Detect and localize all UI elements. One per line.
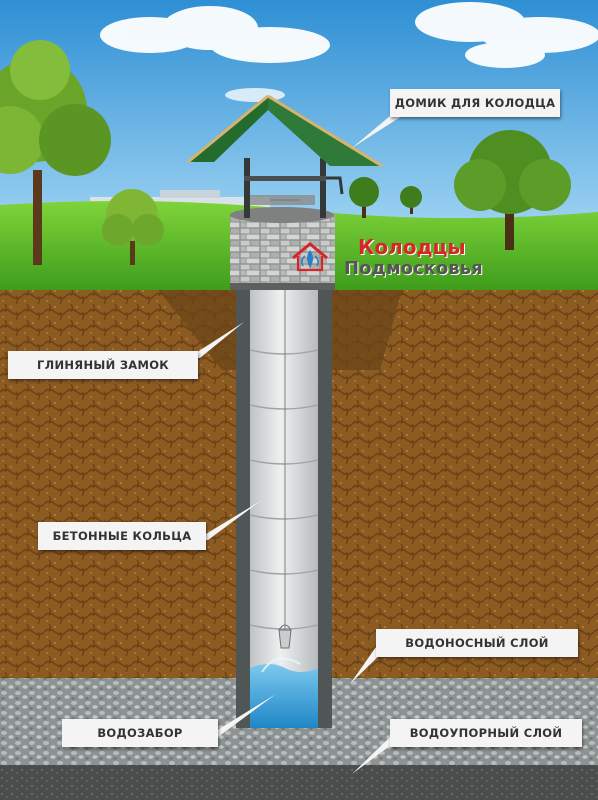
label-concrete-rings: БЕТОННЫЕ КОЛЬЦА: [38, 522, 206, 550]
tree-left: [0, 40, 111, 265]
roof: [187, 94, 383, 168]
tree-right: [454, 130, 571, 250]
bucket-icon: [278, 624, 292, 649]
label-well-house: ДОМИК ДЛЯ КОЛОДЦА: [390, 89, 560, 117]
label-clay-lock: ГЛИНЯНЫЙ ЗАМОК: [8, 351, 198, 379]
well-stone-head: [230, 207, 335, 290]
water-intake-zone: [250, 664, 318, 728]
aquiclude-layer: [0, 765, 598, 800]
clouds: [100, 2, 598, 102]
tree-small-left: [102, 189, 164, 265]
label-aquiclude: ВОДОУПОРНЫЙ СЛОЙ: [390, 719, 582, 747]
logo-line1: Колодцы: [358, 235, 466, 259]
well-shaft: [236, 230, 332, 728]
well-frame: [244, 158, 344, 218]
house-fountain-icon: [292, 242, 328, 272]
label-aquifer: ВОДОНОСНЫЙ СЛОЙ: [376, 629, 578, 657]
label-water-intake: ВОДОЗАБОР: [62, 719, 218, 747]
tree-far: [349, 177, 422, 218]
logo-line2: Подмосковья: [344, 258, 483, 279]
